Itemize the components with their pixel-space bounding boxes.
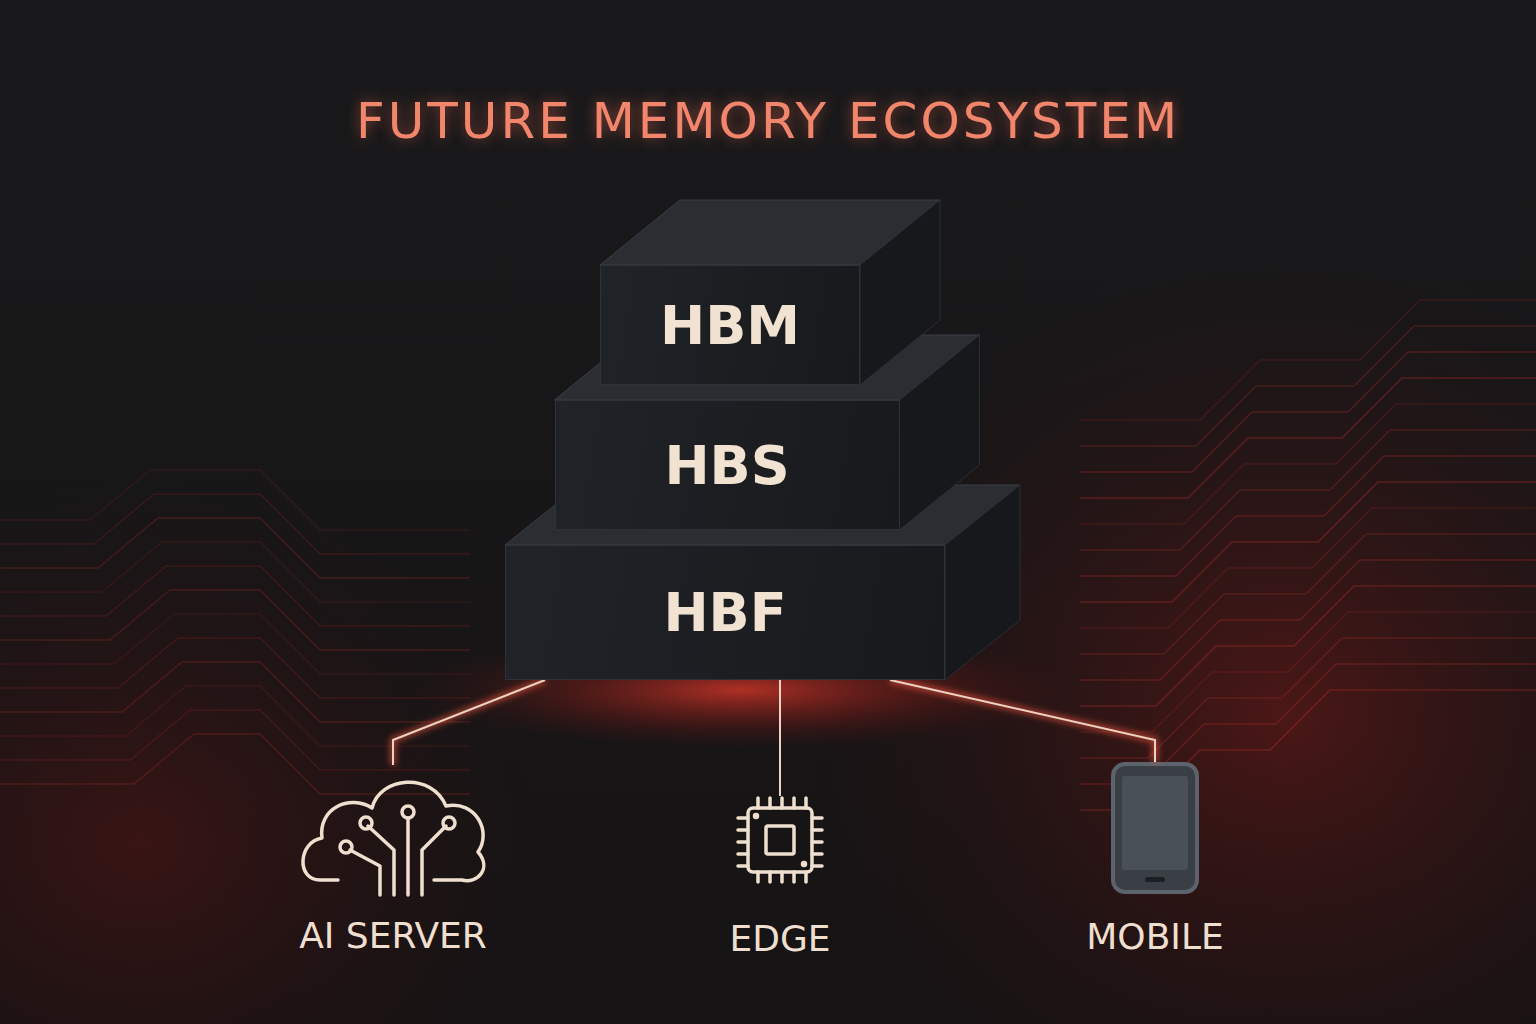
device-node: AI SERVER (287, 765, 499, 956)
circuit-trace (0, 614, 470, 674)
connector-line (779, 680, 781, 796)
device-node: EDGE (680, 796, 880, 959)
connector-glow (890, 680, 1155, 762)
circuit-trace (0, 638, 470, 698)
circuit-trace (1080, 586, 1536, 706)
chip-icon (738, 798, 822, 882)
circuit-trace (0, 734, 470, 794)
layer-label: HBS (664, 434, 789, 497)
circuit-trace (0, 662, 470, 722)
memory-layer: HBM (600, 265, 860, 385)
circuit-trace (1080, 326, 1536, 446)
layer-label: HBF (663, 581, 786, 644)
circuit-trace (0, 494, 470, 554)
circuit-trace (1080, 352, 1536, 472)
connector-group (780, 680, 781, 796)
circuit-trace (0, 566, 470, 626)
stack-faces (505, 200, 1020, 680)
diagram-title: FUTURE MEMORY ECOSYSTEM (0, 92, 1536, 150)
connector-glow (393, 680, 545, 765)
circuit-trace (0, 590, 470, 650)
device-label: EDGE (680, 918, 880, 959)
memory-layer: HBS (555, 400, 900, 530)
memory-layer: HBF (505, 545, 945, 680)
phone-icon (1113, 764, 1197, 892)
circuit-trace (1080, 378, 1536, 498)
circuit-trace (1080, 508, 1536, 628)
connector-line (890, 680, 1155, 762)
circuit-trace (1080, 482, 1536, 602)
cloud-icon (303, 782, 484, 895)
device-label: MOBILE (1055, 916, 1255, 957)
circuit-trace (0, 518, 470, 578)
circuit-trace (1080, 300, 1536, 420)
circuit-trace (1080, 560, 1536, 680)
circuit-trace (1080, 534, 1536, 654)
connector-line (393, 680, 545, 765)
circuit-trace (1080, 456, 1536, 576)
connector-group (890, 680, 1155, 762)
connector-glow (777, 680, 783, 796)
block-side (900, 335, 980, 530)
layer-label: HBM (660, 294, 800, 357)
device-node: MOBILE (1055, 762, 1255, 957)
circuit-trace (1080, 430, 1536, 550)
block-side (860, 200, 940, 385)
block-side (945, 485, 1020, 680)
circuit-trace (0, 542, 470, 602)
device-label: AI SERVER (287, 915, 499, 956)
circuit-trace (0, 470, 470, 530)
circuit-trace (1080, 404, 1536, 524)
connector-group (393, 680, 545, 765)
